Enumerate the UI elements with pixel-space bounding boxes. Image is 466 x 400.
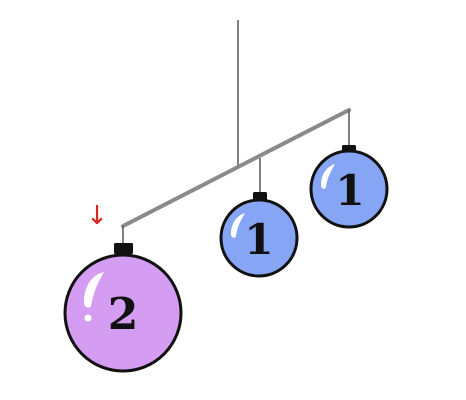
weight-highlight-1-middle [231,213,245,238]
weight-ball-1-middle: 1 [219,192,299,278]
weight-label-1-middle: 1 [244,215,273,264]
down-arrow-icon: ↓ [86,201,108,231]
weight-cap-2 [114,243,133,254]
weight-label-1-right: 1 [335,166,364,215]
weight-label-2: 2 [108,289,139,340]
mobile-bar [121,108,351,228]
weight-ball-1-right: 1 [309,145,389,229]
weight-highlight-dot-2 [84,314,92,322]
weight-ball-2: 2 [63,243,183,373]
weight-highlight-1-right [321,164,335,189]
weight-highlight-2 [84,272,104,308]
